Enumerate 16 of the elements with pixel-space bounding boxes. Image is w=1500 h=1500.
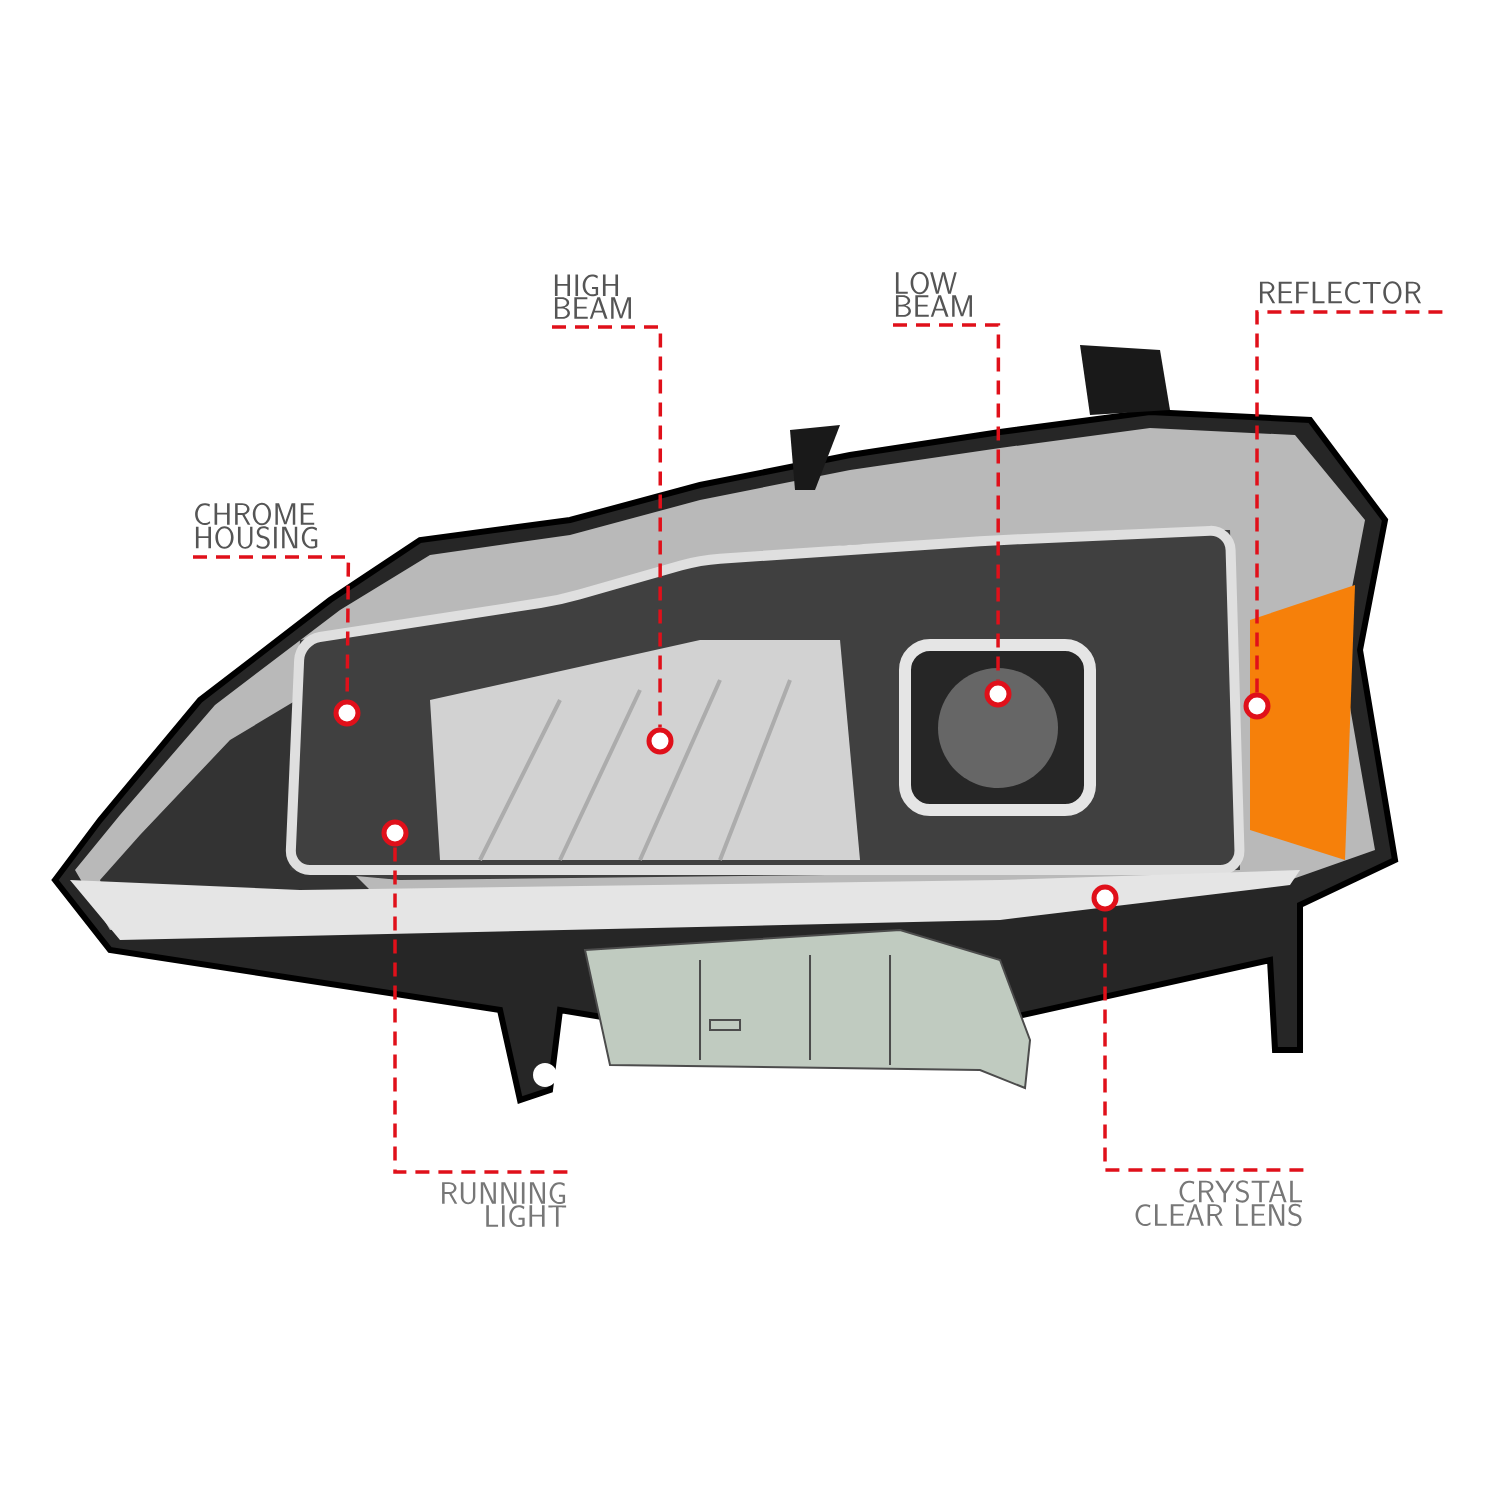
callout-label: CRYSTAL CLEAR LENS <box>1135 1180 1302 1227</box>
leader-line <box>893 323 1001 681</box>
callout-dot <box>333 699 361 727</box>
callout-label: CHROME HOUSING <box>195 502 318 549</box>
callout-label: RUNNING LIGHT <box>442 1182 567 1228</box>
callout-dot <box>1091 884 1119 912</box>
leader-line <box>1255 310 1443 693</box>
callout-dot <box>984 680 1012 708</box>
callout-dot <box>646 727 674 755</box>
leader-line <box>552 325 663 728</box>
callout-dot <box>381 819 409 847</box>
callout-dot <box>1243 692 1271 720</box>
leader-line <box>393 846 568 1174</box>
callout-label: HIGH BEAM <box>554 274 631 319</box>
callout-label: LOW BEAM <box>895 271 972 317</box>
callout-label: REFLECTOR <box>1259 281 1422 304</box>
